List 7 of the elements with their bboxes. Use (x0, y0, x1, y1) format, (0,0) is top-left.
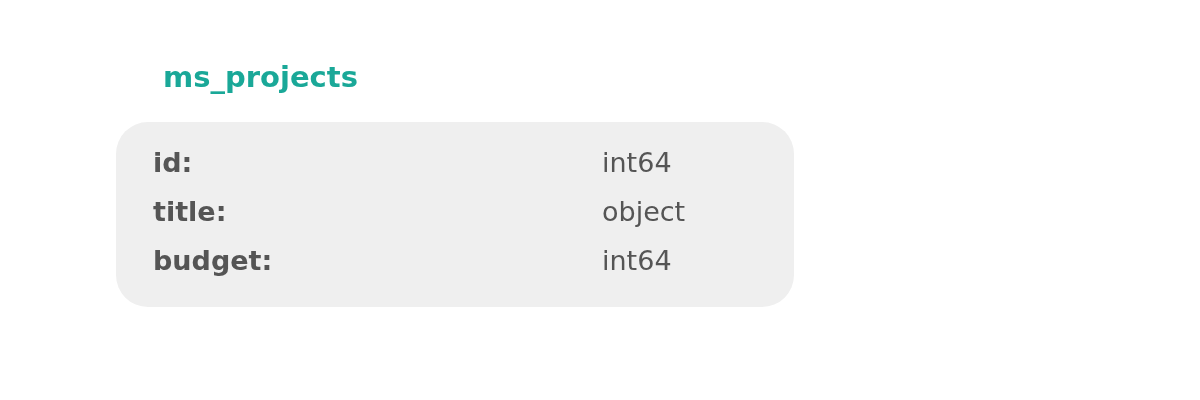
field-name: id: (153, 146, 193, 180)
field-type: int64 (602, 146, 672, 180)
table-name: ms_projects (163, 60, 358, 94)
field-type: object (602, 195, 686, 229)
field-type: int64 (602, 244, 672, 278)
field-name: budget: (153, 244, 273, 278)
field-name: title: (153, 195, 227, 229)
